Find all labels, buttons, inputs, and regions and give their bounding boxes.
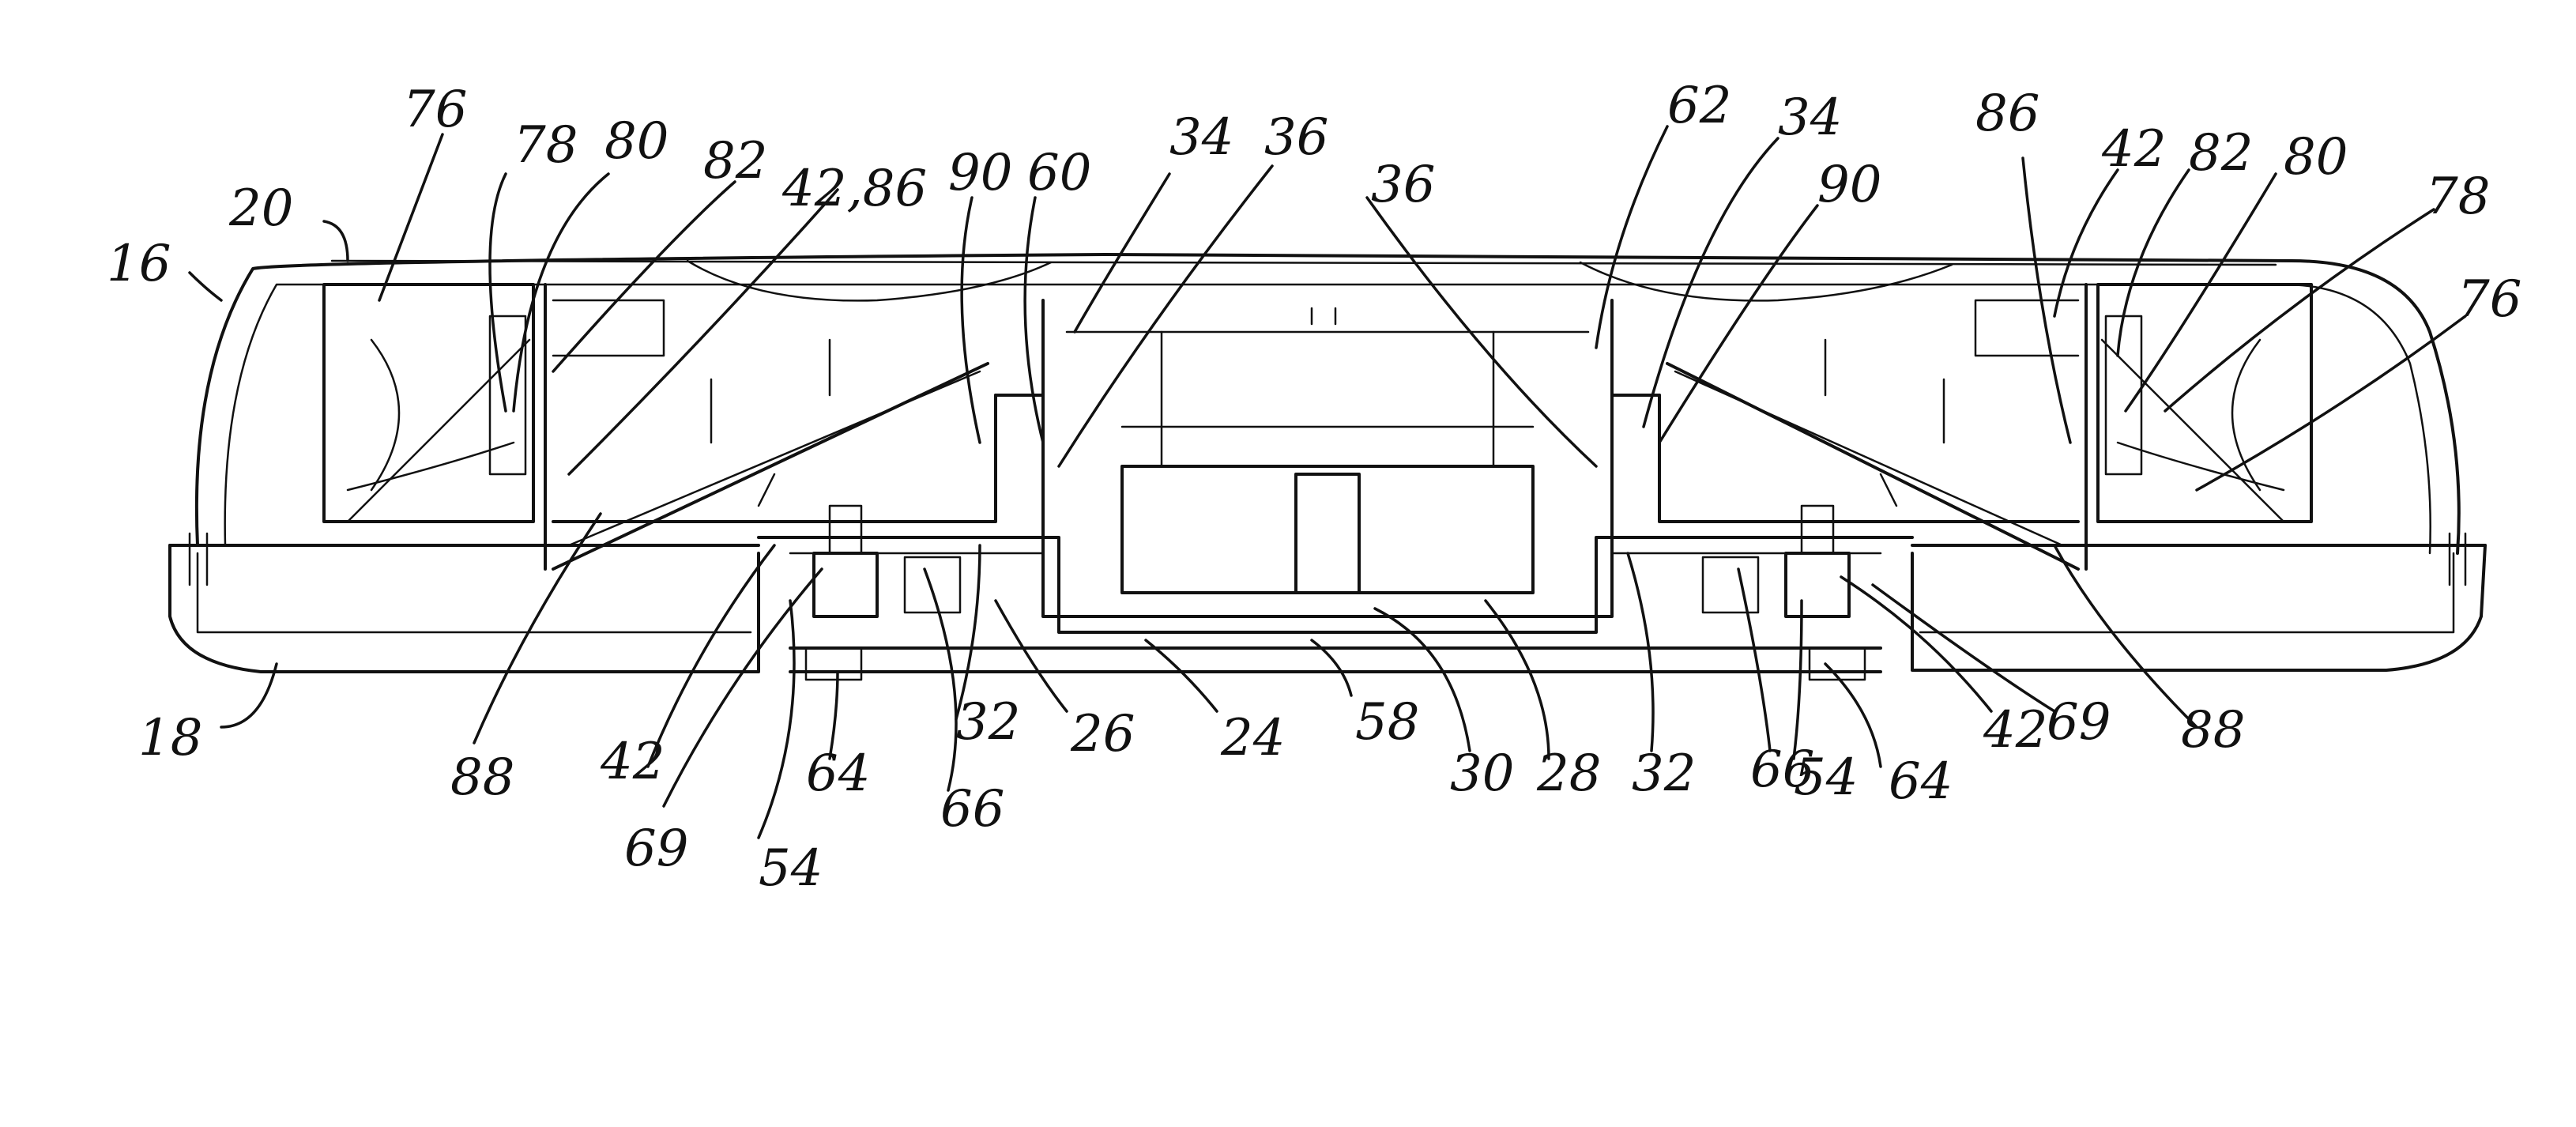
ref-label-36-left: 36: [1264, 108, 1328, 167]
ref-label-16: 16: [107, 235, 171, 293]
ref-label-78-right: 78: [2426, 168, 2490, 226]
reference-labels: 16 20 76 78 80 82 42,86 90 60 34 36 36 6…: [107, 77, 2521, 898]
ref-label-69-right: 69: [2047, 693, 2111, 752]
ref-label-64-right: 64: [1889, 752, 1953, 811]
center-module: [1043, 300, 1612, 616]
ref-label-36-center: 36: [1371, 156, 1435, 214]
ref-label-26: 26: [1070, 705, 1135, 763]
ref-label-58: 58: [1355, 693, 1419, 752]
ref-label-78-left: 78: [514, 116, 578, 175]
ref-label-34-right: 34: [1778, 89, 1842, 147]
ref-label-86-right: 86: [1975, 85, 2039, 143]
ref-label-32-right: 32: [1632, 744, 1696, 803]
ref-label-42-86: 42,86: [781, 160, 927, 218]
ref-label-82-right: 82: [2189, 124, 2253, 183]
leader-lines: [190, 126, 2465, 838]
ref-label-32-left: 32: [956, 693, 1020, 752]
ref-label-66-left: 66: [940, 780, 1004, 839]
ref-label-80-right: 80: [2284, 128, 2348, 187]
ref-label-62: 62: [1667, 77, 1731, 135]
ref-label-42-right-top: 42: [2101, 120, 2166, 179]
ref-label-18: 18: [138, 709, 202, 767]
channel-base: [759, 537, 1912, 680]
ref-label-90-left: 90: [948, 144, 1012, 202]
ref-label-80-left: 80: [604, 112, 668, 171]
ref-label-24: 24: [1220, 709, 1285, 767]
ref-label-60: 60: [1027, 144, 1091, 202]
ref-label-88-right: 88: [2181, 701, 2245, 760]
ref-label-54-left: 54: [759, 839, 823, 898]
ref-label-88-left: 88: [450, 748, 514, 807]
ref-label-82-left: 82: [703, 132, 767, 190]
ref-label-69-left: 69: [624, 820, 688, 878]
ref-label-64-left: 64: [806, 744, 870, 803]
ref-label-34-left: 34: [1169, 108, 1233, 167]
right-end-module: [1975, 285, 2311, 569]
ref-label-42-right-bottom: 42: [1983, 701, 2047, 760]
ref-label-20: 20: [228, 179, 293, 238]
ref-label-90-right: 90: [1817, 156, 1881, 214]
right-reflector: [1612, 340, 2078, 569]
ref-label-76-right: 76: [2457, 270, 2521, 329]
ref-label-54-right: 54: [1794, 748, 1858, 807]
ref-label-28: 28: [1536, 744, 1601, 803]
ref-label-42-left-bottom: 42: [600, 733, 665, 791]
ref-label-76-left: 76: [403, 81, 467, 139]
left-reflector: [553, 340, 1043, 569]
ref-label-30: 30: [1450, 744, 1514, 803]
